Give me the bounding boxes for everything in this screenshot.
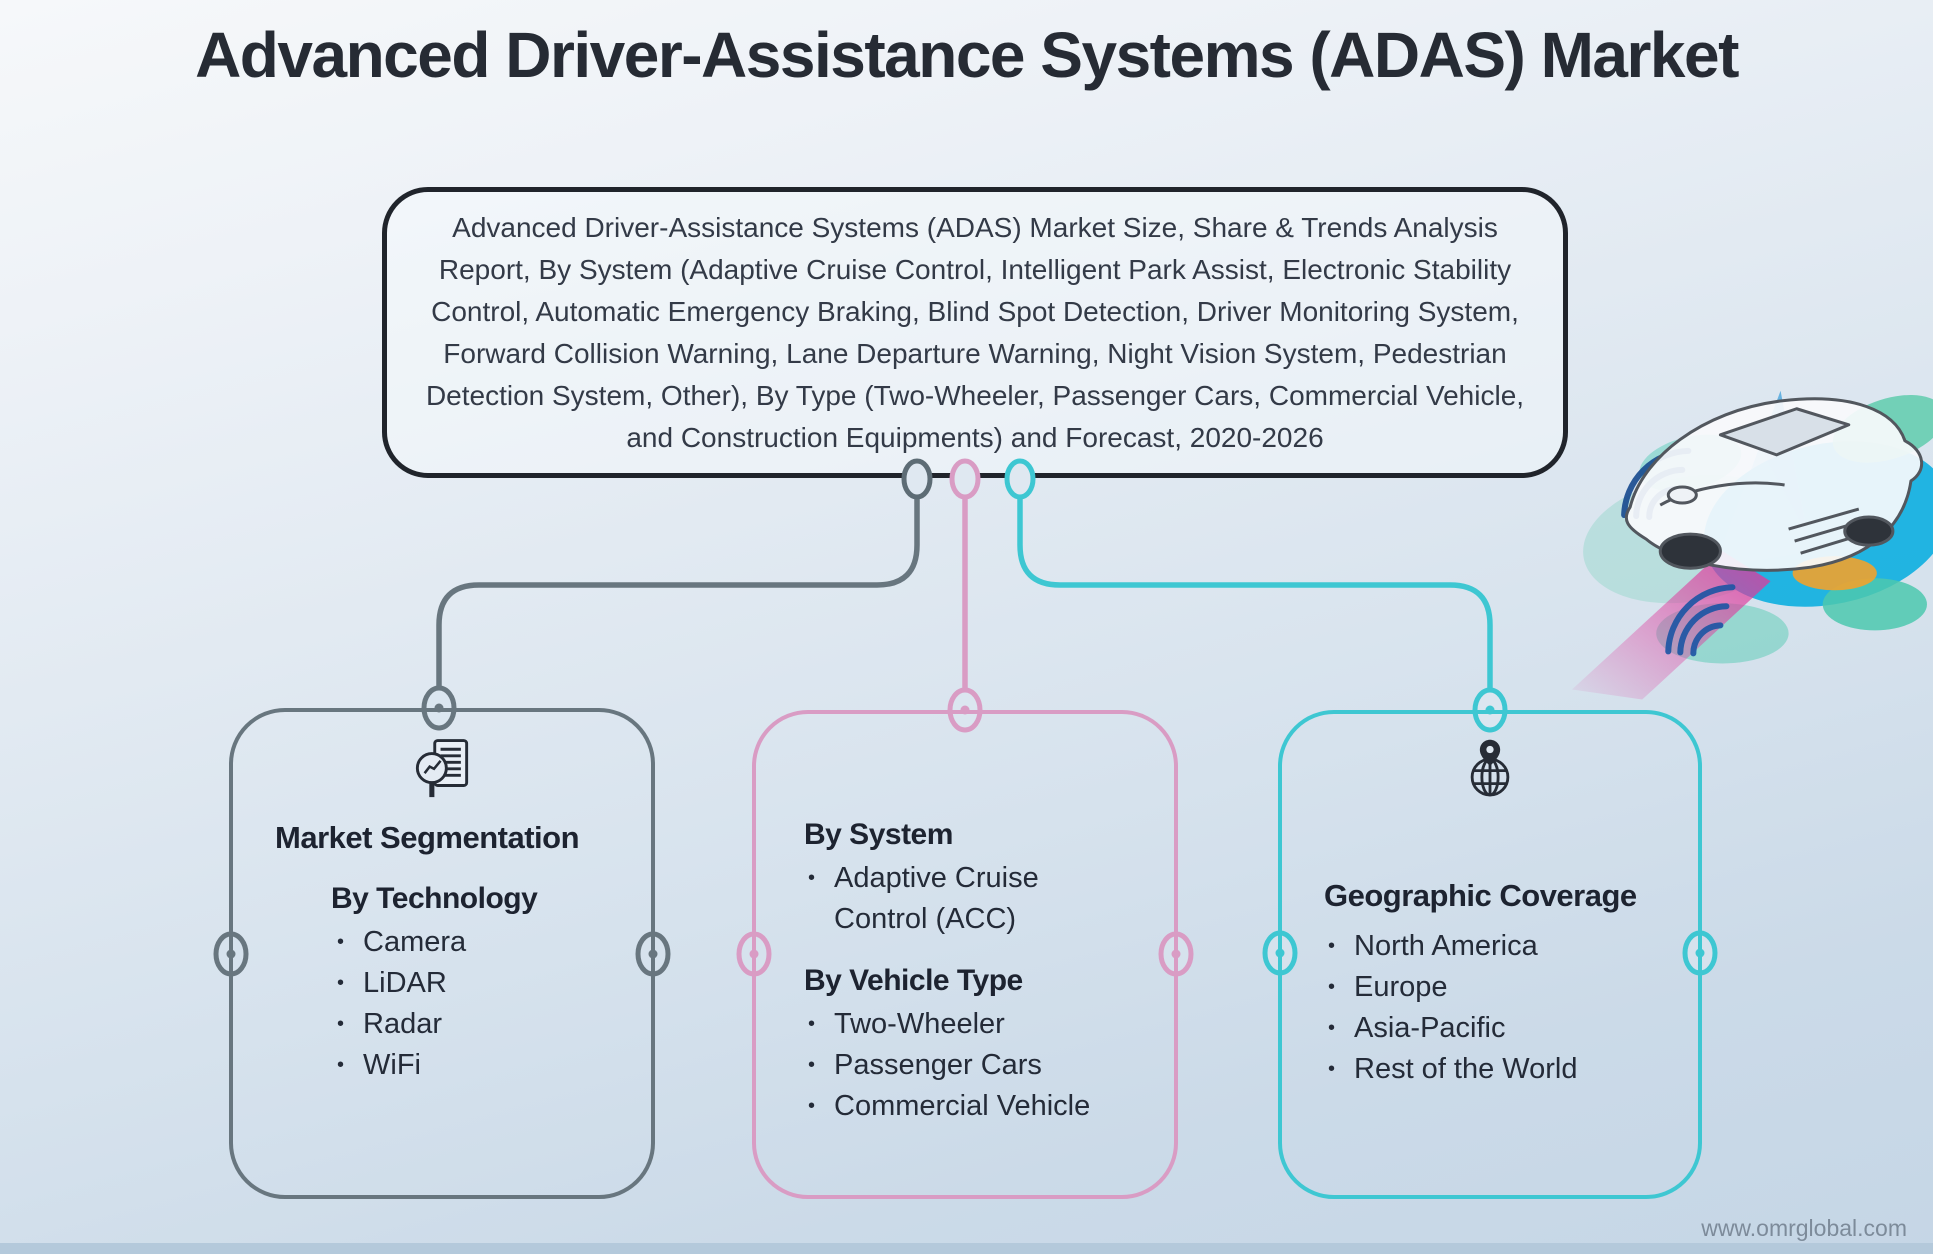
group-label: By System bbox=[804, 818, 953, 851]
list-item: •Asia-Pacific bbox=[1328, 1008, 1698, 1049]
bullet: • bbox=[337, 1054, 345, 1076]
bullet: • bbox=[808, 1054, 816, 1076]
bullet: • bbox=[1328, 1017, 1336, 1039]
list-item: •Europe bbox=[1328, 967, 1698, 1008]
bullet: • bbox=[1328, 1058, 1336, 1080]
adas-car-illustration bbox=[1572, 390, 1933, 700]
region-list: •North America •Europe •Asia-Pacific •Re… bbox=[1328, 926, 1698, 1090]
node-by-system: By System •Adaptive Cruise Control (ACC)… bbox=[752, 710, 1178, 1199]
system-list: •Adaptive Cruise Control (ACC) bbox=[808, 858, 1174, 940]
vehicle-type-list: •Two-Wheeler •Passenger Cars •Commercial… bbox=[808, 1004, 1174, 1127]
connector-segmentation bbox=[436, 478, 920, 695]
list-item: •North America bbox=[1328, 926, 1698, 967]
group-label: By Vehicle Type bbox=[804, 964, 1023, 997]
bullet: • bbox=[808, 867, 816, 889]
group-label: By Technology bbox=[331, 882, 538, 915]
technology-list: •Camera •LiDAR •Radar •WiFi bbox=[337, 922, 651, 1086]
node-heading: Geographic Coverage bbox=[1324, 878, 1637, 913]
node-heading: Market Segmentation bbox=[275, 820, 580, 855]
bullet: • bbox=[337, 931, 345, 953]
list-item: •Camera bbox=[337, 922, 651, 963]
list-item: •Two-Wheeler bbox=[808, 1004, 1174, 1045]
list-item: •Radar bbox=[337, 1004, 651, 1045]
list-item: •Rest of the World bbox=[1328, 1049, 1698, 1090]
bullet: • bbox=[1328, 976, 1336, 998]
summary-text: Advanced Driver-Assistance Systems (ADAS… bbox=[425, 211, 1525, 453]
list-item: •Passenger Cars bbox=[808, 1045, 1174, 1086]
watermark: www.omrglobal.com bbox=[1701, 1215, 1907, 1241]
bullet: • bbox=[808, 1095, 816, 1117]
node-geographic-coverage: Geographic Coverage •North America •Euro… bbox=[1278, 710, 1702, 1199]
node-market-segmentation: Market Segmentation By Technology •Camer… bbox=[229, 708, 655, 1199]
bullet: • bbox=[808, 1013, 816, 1035]
bottom-strip bbox=[0, 1243, 1933, 1254]
list-item: •Adaptive Cruise Control (ACC) bbox=[808, 858, 1174, 940]
bullet: • bbox=[1328, 935, 1336, 957]
list-item: •Commercial Vehicle bbox=[808, 1086, 1174, 1127]
list-item: •WiFi bbox=[337, 1045, 651, 1086]
list-item: •LiDAR bbox=[337, 963, 651, 1004]
connector-geography bbox=[1017, 478, 1493, 697]
bullet: • bbox=[337, 1013, 345, 1035]
market-research-icon bbox=[415, 739, 469, 798]
summary-box: Advanced Driver-Assistance Systems (ADAS… bbox=[382, 187, 1568, 478]
globe-pin-icon bbox=[1470, 739, 1510, 797]
page-title: Advanced Driver-Assistance Systems (ADAS… bbox=[195, 19, 1739, 91]
bullet: • bbox=[337, 972, 345, 994]
